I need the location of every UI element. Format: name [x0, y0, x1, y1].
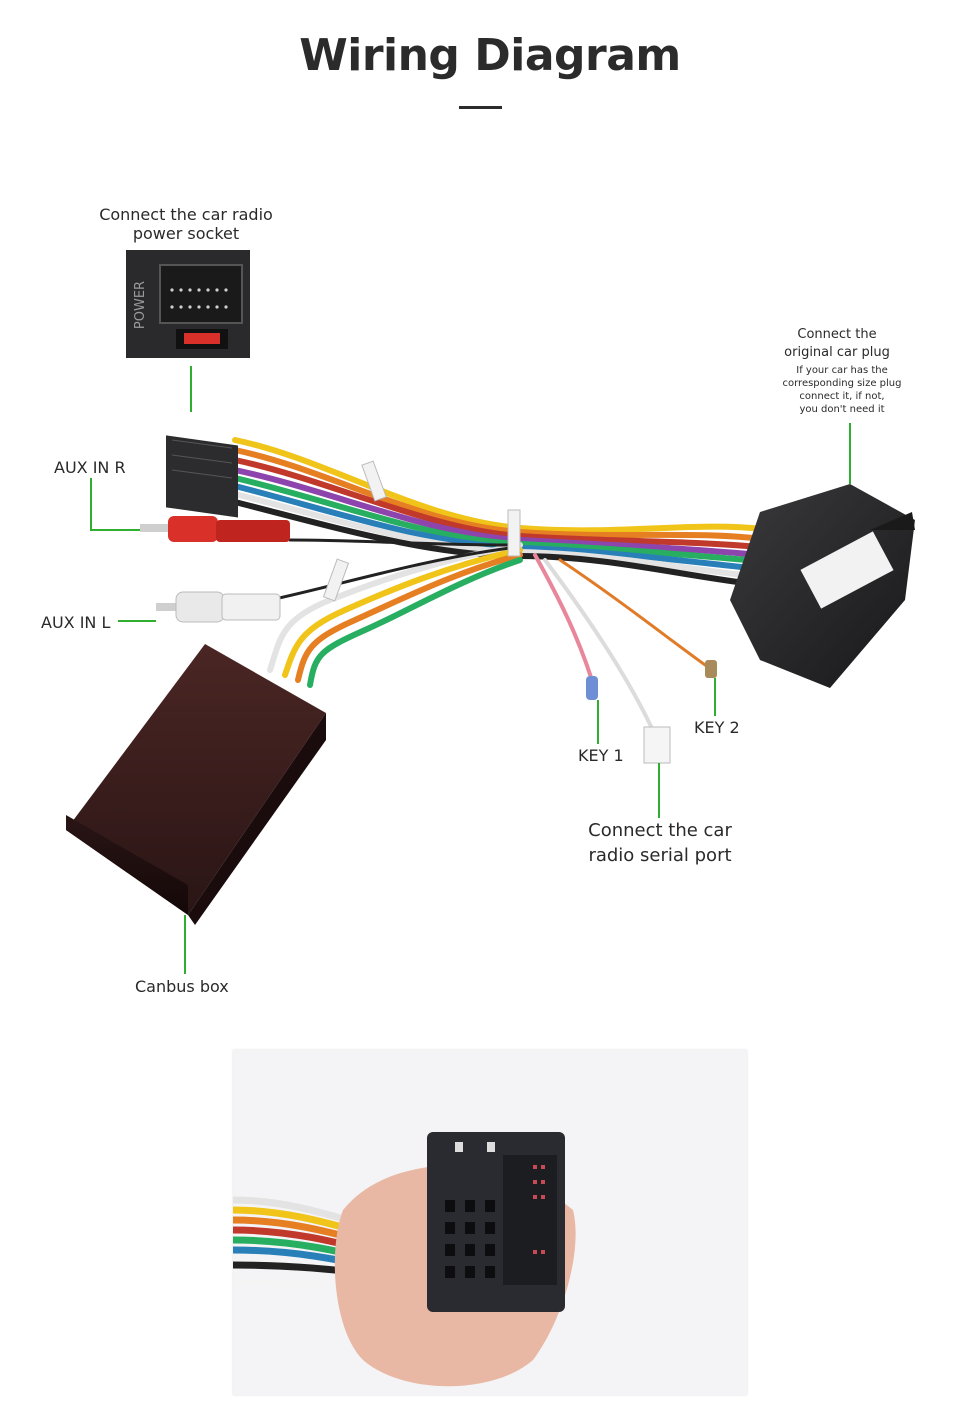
title-underline [459, 106, 502, 109]
original-plug-note-line4: you don't need it [799, 404, 885, 415]
serial-port-label-line2: radio serial port [588, 845, 732, 866]
original-plug-label-line2: original car plug [784, 345, 890, 360]
original-plug-note: If your car has the corresponding size p… [762, 364, 922, 416]
original-plug-label-line1: Connect the [797, 327, 877, 342]
wire-bundle [232, 437, 773, 737]
leader-lines [90, 366, 851, 974]
original-plug-note-line2: corresponding size plug [782, 378, 902, 389]
key1-label: KEY 1 [578, 746, 624, 765]
rca-plug-red-icon [140, 516, 290, 542]
aux-in-l-label: AUX IN L [41, 613, 111, 632]
key-wire-tips [586, 660, 717, 764]
page-title: Wiring Diagram [299, 30, 681, 81]
svg-text:POWER: POWER [133, 281, 148, 329]
serial-port-label: Connect the car radio serial port [570, 818, 750, 868]
photo-connector [427, 1132, 565, 1312]
power-socket-label-line2: power socket [132, 224, 240, 243]
canbus-box-label: Canbus box [135, 977, 229, 996]
power-connector-plug [166, 435, 238, 518]
connector-photo-illustration [233, 1132, 576, 1387]
canbus-box [66, 644, 326, 925]
original-plug-note-line3: connect it, if not, [799, 391, 885, 402]
power-socket-label-line1: Connect the car radio [99, 205, 273, 224]
wiring-diagram: POWER [66, 250, 915, 974]
serial-port-label-line1: Connect the car [588, 820, 732, 841]
power-socket-label: Connect the car radio power socket [86, 205, 286, 243]
original-plug-note-line1: If your car has the [796, 365, 888, 376]
connector-photo [233, 1050, 747, 1395]
aux-in-r-label: AUX IN R [54, 458, 126, 477]
key2-label: KEY 2 [694, 718, 740, 737]
power-socket-icon: POWER [126, 250, 250, 358]
car-plug-icon [730, 484, 915, 688]
original-plug-label: Connect the original car plug [762, 326, 912, 362]
rca-plug-white-icon [156, 591, 281, 623]
zip-ties [322, 460, 521, 602]
